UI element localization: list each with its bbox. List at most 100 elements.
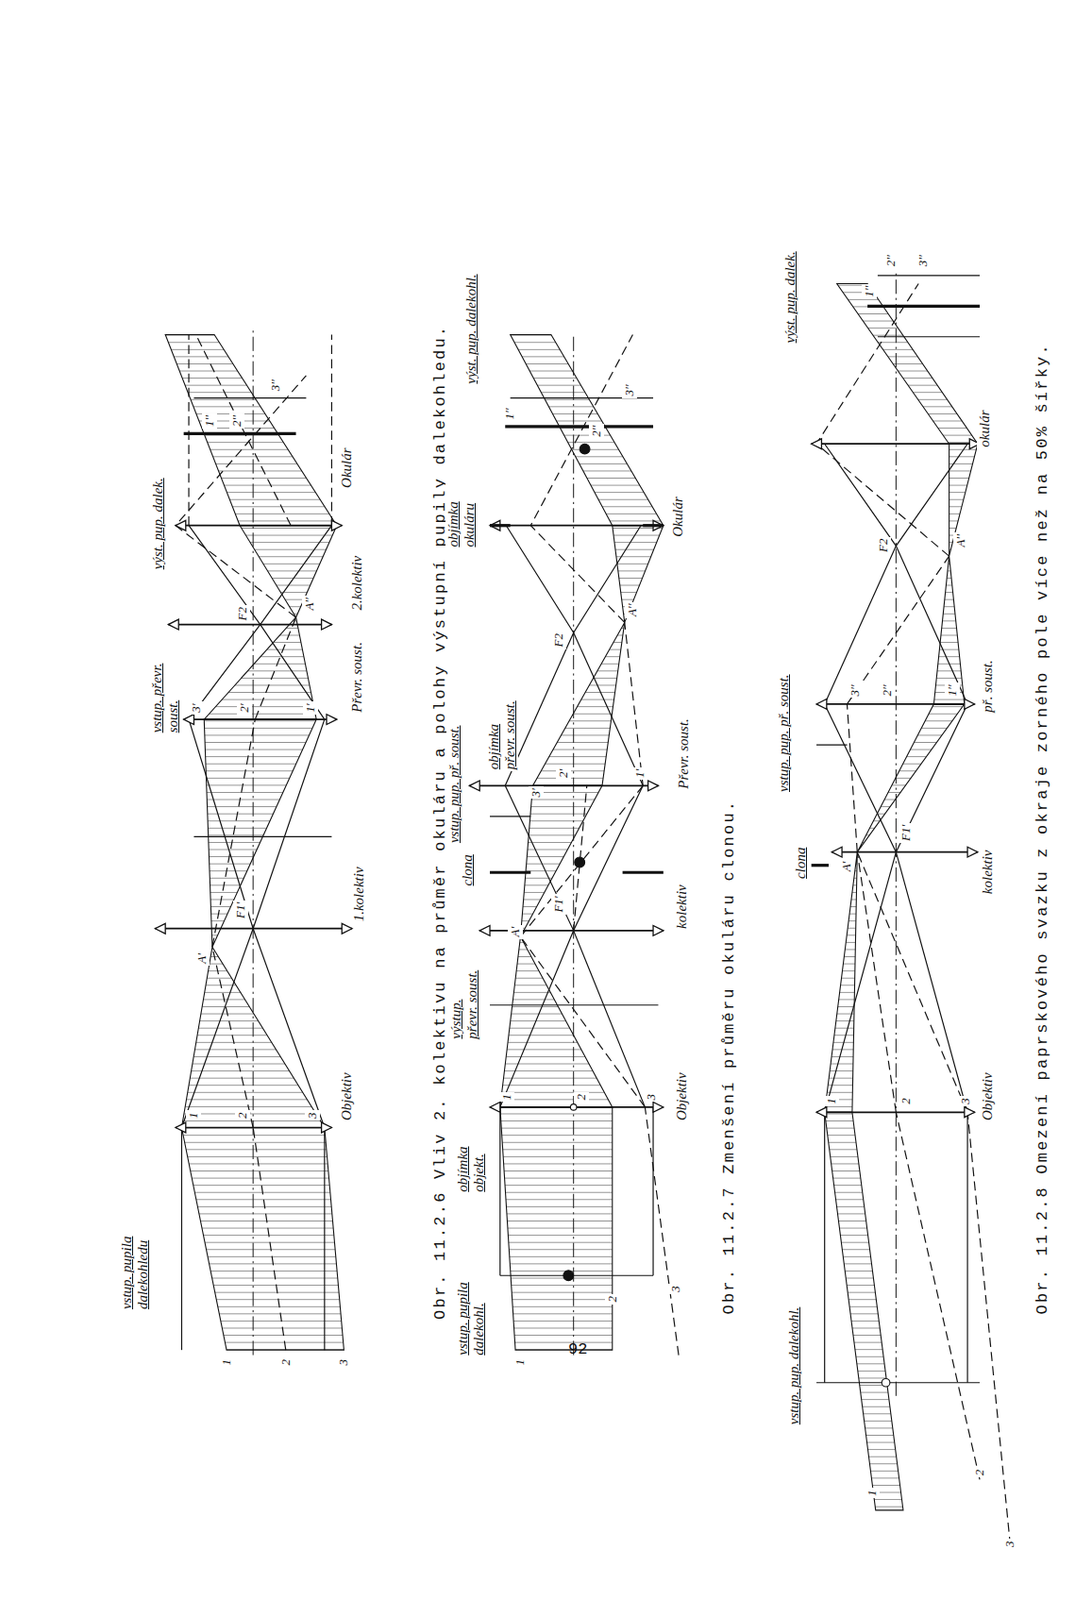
stop-line: [622, 871, 664, 874]
point-label: 2: [898, 1095, 914, 1107]
pupil-label: výst. pup. dalekohl.: [463, 259, 480, 387]
lens-line: [175, 1126, 332, 1129]
pupil-label: vstup. pup. dalekohl.: [786, 1305, 803, 1428]
marker-dot: [563, 1270, 574, 1281]
ray-line: [331, 335, 333, 526]
hatched-beam: [500, 936, 613, 1108]
point-label: 3': [188, 701, 204, 714]
point-label: 2: [972, 1467, 988, 1479]
ray-line: [323, 1126, 325, 1350]
lens-arrowhead: [967, 846, 978, 857]
point-label: 3: [668, 1283, 684, 1294]
lens-arrowhead: [175, 1122, 186, 1133]
point-label: 2: [604, 1293, 621, 1305]
lens-arrowhead: [964, 698, 975, 709]
component-label: Převr. soust.: [349, 639, 366, 715]
lens-line: [489, 524, 664, 527]
pupil-label: výst. pup. dalek.: [150, 475, 167, 572]
ray-line: [895, 1111, 980, 1479]
pupil-label: vstup. převr. soust.: [149, 649, 182, 735]
pupil-label: objímka objekt.: [454, 1118, 488, 1194]
lens-arrowhead: [653, 924, 664, 936]
lens-arrowhead: [184, 714, 195, 725]
lens-arrowhead: [648, 780, 659, 791]
point-label: F2: [875, 537, 891, 555]
hatched-beam: [165, 335, 337, 526]
pupil-label: objímka okuláru: [445, 473, 478, 550]
stop-line: [877, 274, 980, 276]
lens-arrowhead: [175, 520, 186, 531]
ray-line: [504, 785, 645, 1108]
pupil-label: výst. pup. dalek.: [782, 249, 799, 345]
point-label: F1': [551, 893, 567, 914]
lens-line: [175, 524, 342, 527]
point-label: 1'': [861, 284, 877, 300]
hatched-beam: [239, 525, 337, 618]
point-label: 3': [528, 786, 544, 799]
lens-arrowhead: [154, 923, 166, 934]
pupil-label: výstup. převr. soust.: [448, 965, 481, 1042]
hatched-beam: [856, 704, 965, 853]
ray-line: [520, 936, 645, 1108]
component-label: kolektiv: [979, 847, 996, 896]
point-label: 2: [278, 1357, 294, 1368]
point-label: 3: [643, 1092, 659, 1103]
lens-line: [811, 442, 980, 445]
point-label: 3'': [268, 377, 284, 393]
point-label: 1': [302, 701, 319, 714]
lens-arrowhead: [469, 780, 480, 791]
pupil-label: vstup. pup. př. soust.: [775, 672, 792, 794]
ray-line: [187, 335, 189, 526]
point-label: 1: [185, 1109, 202, 1121]
lens-line: [816, 1110, 975, 1113]
point-label: 3: [957, 1095, 974, 1107]
pupil-label: vstup. pupila dalekohl.: [454, 1260, 488, 1357]
lens-arrowhead: [479, 924, 490, 936]
figure-caption: Obr. 11.2.7 Zmenšení průměru okuláru clo…: [720, 797, 739, 1317]
point-label: 1': [632, 767, 648, 780]
pupil-label: clona: [459, 852, 476, 888]
point-label: 3: [1002, 1538, 1018, 1549]
point-label: F1': [898, 823, 914, 843]
point-label: 2'': [588, 423, 605, 439]
hatched-beam: [181, 946, 324, 1127]
stop-line: [816, 744, 847, 746]
stop-line: [867, 304, 980, 308]
ray-line: [252, 1126, 286, 1350]
component-label: Objektiv: [338, 1070, 355, 1123]
pupil-label: vstup. pup. př. soust.: [446, 722, 463, 845]
ray-line: [824, 704, 968, 1112]
lens-arrowhead: [653, 1101, 664, 1112]
ray-line: [895, 273, 897, 1396]
point-label: 1: [512, 1357, 528, 1368]
hatched-beam: [612, 525, 664, 623]
ray-line: [816, 284, 950, 557]
stop-line: [184, 432, 297, 436]
point-label: 1: [218, 1357, 235, 1368]
point-label: 1'': [502, 405, 518, 421]
point-label: 1'': [201, 413, 218, 429]
stop-line: [877, 336, 980, 337]
point-label: 3'': [621, 383, 638, 399]
figure-caption: Obr. 11.2.8 Omezení paprskového svazku z…: [1033, 340, 1052, 1316]
ray-line: [846, 704, 857, 853]
marker-dot: [570, 1104, 576, 1110]
ray-line: [181, 719, 324, 1127]
lens-arrowhead: [831, 846, 842, 857]
hatched-beam: [203, 617, 317, 720]
component-label: 2.kolektiv: [349, 554, 366, 613]
marker-dot: [579, 443, 590, 454]
lens-line: [816, 703, 975, 706]
component-label: kolektiv: [673, 882, 690, 931]
point-label: 1: [864, 1487, 880, 1498]
lens-arrowhead: [816, 698, 827, 709]
lens-arrowhead: [321, 619, 333, 630]
point-label: 2'': [229, 413, 245, 429]
point-label: A': [194, 951, 210, 966]
lens-arrowhead: [168, 619, 179, 630]
component-label: Objektiv: [979, 1070, 996, 1123]
point-label: 2': [555, 767, 572, 780]
ray-line: [530, 335, 633, 623]
marker-dot: [881, 1377, 891, 1387]
